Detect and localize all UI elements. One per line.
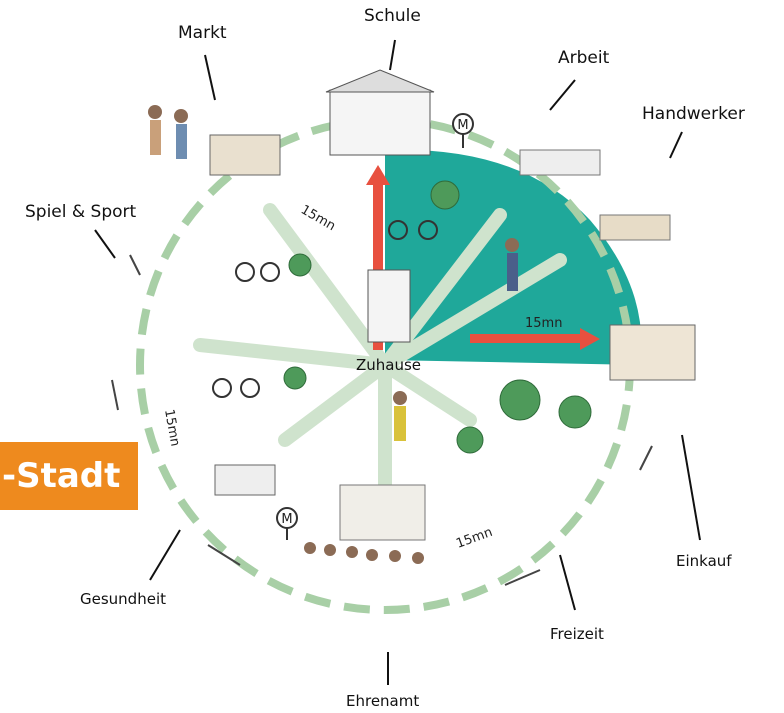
doctor-desk (214, 464, 276, 496)
metro-sign-top: M (452, 113, 474, 148)
stadt-banner: -Stadt (0, 442, 138, 510)
office-desk (519, 149, 601, 176)
time-label-4: 15mn (454, 525, 494, 552)
shop-counter (609, 324, 696, 381)
label-arbeit: Arbeit (558, 48, 610, 68)
metro-letter-top: M (457, 118, 468, 133)
trees (283, 180, 592, 454)
double-arrows (111, 254, 653, 586)
label-ehrenamt: Ehrenamt (346, 692, 420, 710)
red-arrows (366, 165, 600, 350)
label-zuhause: Zuhause (356, 356, 422, 374)
market-stall (209, 134, 281, 176)
bicycles (212, 220, 438, 398)
label-freizeit: Freizeit (550, 625, 604, 643)
label-schule: Schule (364, 6, 421, 26)
street-spokes (193, 203, 567, 507)
home-house (367, 269, 411, 343)
label-markt: Markt (178, 23, 227, 43)
pointer-lines (94, 39, 701, 685)
metro-sign-bottom: M (276, 507, 298, 540)
label-spiel-sport: Spiel & Sport (25, 202, 137, 222)
time-label-1: 15mn (298, 202, 338, 234)
label-gesundheit: Gesundheit (80, 590, 166, 608)
label-handwerker: Handwerker (642, 104, 745, 124)
time-label-2: 15mn (525, 316, 562, 331)
label-einkauf: Einkauf (676, 552, 732, 570)
workshop-table (599, 214, 671, 241)
illustrations (148, 69, 696, 564)
volunteer-tent (339, 484, 426, 541)
school-building (329, 89, 431, 156)
metro-letter-bottom: M (281, 512, 292, 527)
people (148, 105, 519, 564)
time-label-3: 15mn (161, 408, 182, 447)
